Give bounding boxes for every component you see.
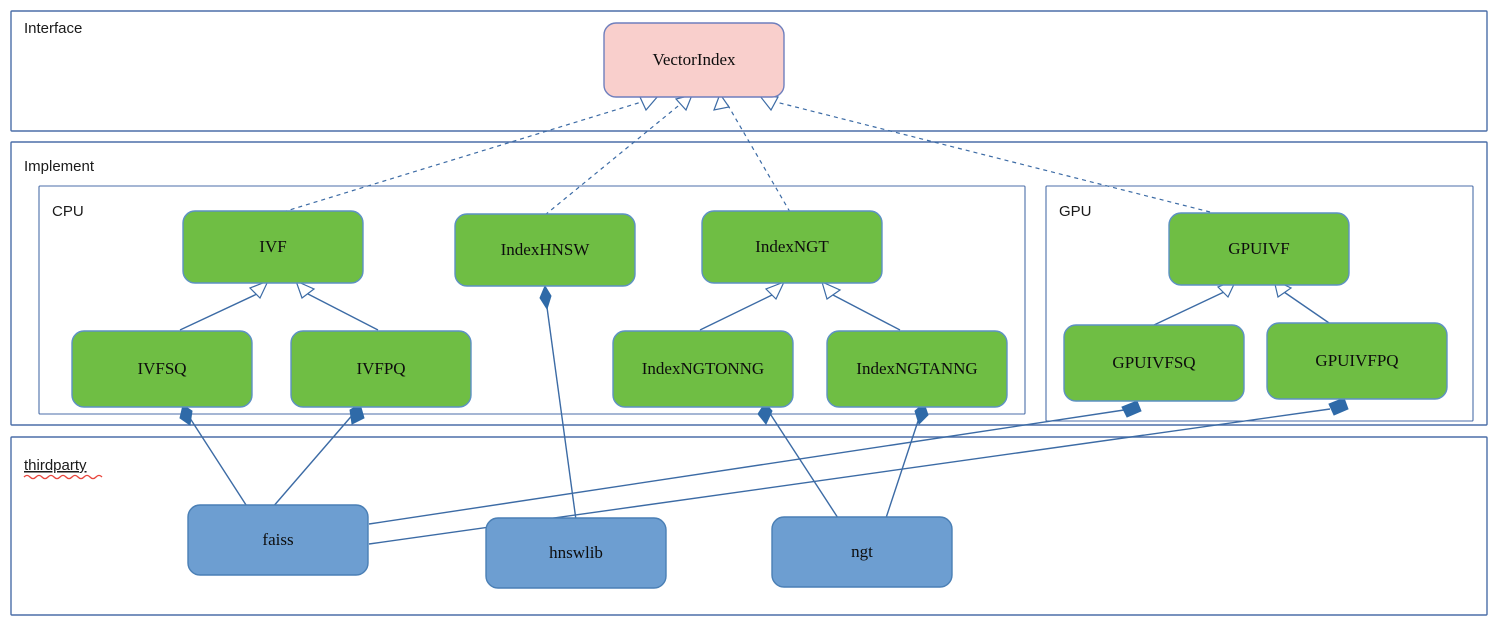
gpuivf-box[interactable]: [1168, 212, 1350, 286]
node-gpuivf[interactable]: GPUIVF: [1168, 212, 1350, 286]
gpuivfpq-label: GPUIVFPQ: [1315, 351, 1398, 370]
hnswlib-label: hnswlib: [549, 543, 603, 562]
edge-hnswlib-to-indexhnsw: [539, 284, 577, 521]
implement-label: Implement: [24, 158, 95, 175]
cpu-label: CPU: [52, 203, 84, 220]
edge-indexngtanng-to-indexngt: [821, 280, 901, 331]
indexngtanng-label: IndexNGTANNG: [856, 359, 977, 378]
faiss-box[interactable]: [187, 504, 369, 576]
ivfpq-box[interactable]: [290, 330, 472, 408]
node-gpuivfsq[interactable]: GPUIVFSQ: [1063, 324, 1245, 402]
node-ngt[interactable]: ngt: [771, 516, 953, 588]
gpuivfsq-box[interactable]: [1063, 324, 1245, 402]
spellcheck-squiggle-icon: [23, 474, 103, 480]
faiss-label: faiss: [262, 530, 293, 549]
interface-label: Interface: [24, 20, 82, 37]
edge-faiss-to-ivfsq: [179, 404, 249, 509]
group-thirdparty: thirdparty: [10, 436, 1488, 616]
gpuivfpq-box[interactable]: [1266, 322, 1448, 400]
thirdparty-container: [10, 436, 1488, 616]
node-ivfsq[interactable]: IVFSQ: [71, 330, 253, 408]
gpuivfsq-label: GPUIVFSQ: [1112, 353, 1195, 372]
node-indexngtonng[interactable]: IndexNGTONNG: [612, 330, 794, 408]
node-faiss[interactable]: faiss: [187, 504, 369, 576]
node-indexngt[interactable]: IndexNGT: [701, 210, 883, 284]
indexngtonng-label: IndexNGTONNG: [642, 359, 764, 378]
ngt-box[interactable]: [771, 516, 953, 588]
node-vectorindex[interactable]: VectorIndex: [603, 22, 785, 98]
node-ivf[interactable]: IVF: [182, 210, 364, 284]
node-indexngtanng[interactable]: IndexNGTANNG: [826, 330, 1008, 408]
edge-faiss-to-gpuivfsq: [368, 400, 1142, 525]
ngt-label: ngt: [851, 542, 873, 561]
hnswlib-box[interactable]: [485, 517, 667, 589]
node-indexhnsw[interactable]: IndexHNSW: [454, 213, 636, 287]
indexngtonng-box[interactable]: [612, 330, 794, 408]
gpuivf-label: GPUIVF: [1228, 239, 1289, 258]
ivfsq-label: IVFSQ: [137, 359, 186, 378]
gpu-label: GPU: [1059, 203, 1092, 220]
indexhnsw-label: IndexHNSW: [501, 240, 591, 259]
edge-ngt-to-indexngtonng: [757, 402, 839, 519]
edge-ngt-to-indexngtanng: [885, 402, 929, 519]
edge-ivfsq-to-ivf: [179, 279, 270, 331]
thirdparty-label: thirdparty: [24, 457, 87, 474]
indexngtanng-box[interactable]: [826, 330, 1008, 408]
vectorindex-label: VectorIndex: [652, 50, 736, 69]
edge-faiss-to-ivfpq: [271, 403, 365, 509]
ivfsq-box[interactable]: [71, 330, 253, 408]
indexngt-box[interactable]: [701, 210, 883, 284]
indexhnsw-box[interactable]: [454, 213, 636, 287]
ivf-box[interactable]: [182, 210, 364, 284]
edge-ivfpq-to-ivf: [294, 279, 379, 331]
node-ivfpq[interactable]: IVFPQ: [290, 330, 472, 408]
ivf-label: IVF: [259, 237, 286, 256]
ivfpq-label: IVFPQ: [356, 359, 405, 378]
edge-indexngt-to-vectorindex: [713, 92, 791, 213]
vectorindex-box[interactable]: [603, 22, 785, 98]
node-hnswlib[interactable]: hnswlib: [485, 517, 667, 589]
edge-indexngtonng-to-indexngt: [699, 280, 786, 331]
indexngt-label: IndexNGT: [755, 237, 829, 256]
node-gpuivfpq[interactable]: GPUIVFPQ: [1266, 322, 1448, 400]
